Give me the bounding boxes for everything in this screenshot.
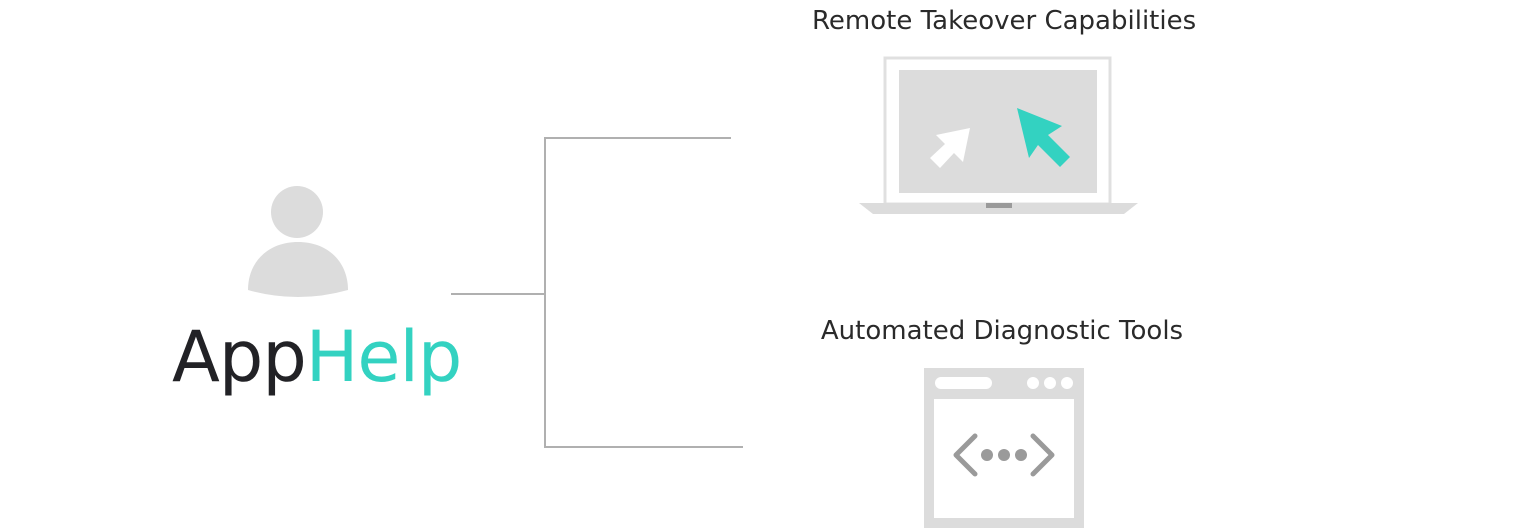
branch-connector — [451, 137, 743, 448]
laptop-remote-cursor-icon — [859, 56, 1138, 214]
brand-name-part1: App — [172, 316, 307, 398]
brand-logo: AppHelp — [172, 322, 462, 392]
remote-cursor-icon — [1017, 108, 1070, 167]
brand-name-part2: Help — [305, 316, 463, 398]
code-brackets-icon — [953, 433, 1055, 477]
local-cursor-icon — [930, 128, 970, 168]
browser-code-window-icon — [924, 368, 1084, 528]
remote-takeover-label: Remote Takeover Capabilities — [812, 6, 1197, 36]
diagnostic-tools-label: Automated Diagnostic Tools — [820, 316, 1184, 346]
user-icon — [248, 186, 348, 297]
